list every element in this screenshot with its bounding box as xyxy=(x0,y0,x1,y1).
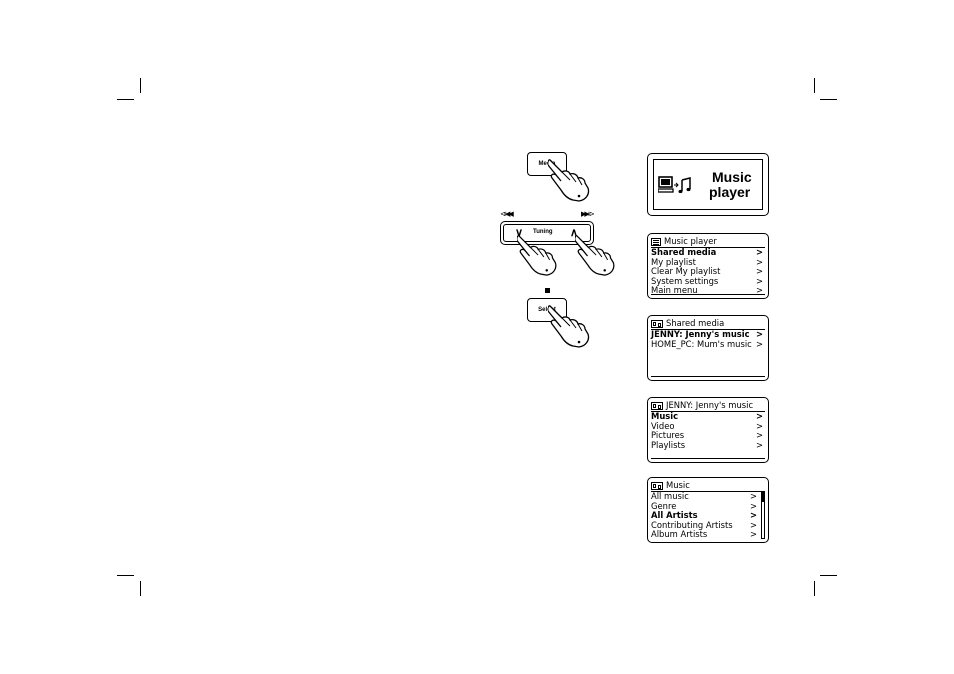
screen-divider xyxy=(651,376,765,377)
media-button-label: Media xyxy=(538,161,556,167)
lcd-screen-music-player-splash: Music player xyxy=(647,153,769,216)
menu-item-system-settings[interactable]: System settings > xyxy=(651,275,765,287)
tuning-button[interactable]: ∨ Tuning ∧ xyxy=(500,221,594,245)
splash-title-line1: Music xyxy=(712,169,752,185)
menu-item-label: My playlist xyxy=(651,256,696,267)
crop-mark xyxy=(814,581,815,596)
screen-header-title: Shared media xyxy=(666,318,725,329)
server-item-jenny[interactable]: JENNY: Jenny's music > xyxy=(651,329,765,340)
network-media-icon xyxy=(651,320,663,328)
pointing-hand-icon xyxy=(517,235,557,276)
select-button-label: Select xyxy=(538,307,556,313)
chevron-right-icon: > xyxy=(755,247,763,257)
menu-item-all-music[interactable]: All music > xyxy=(651,491,759,502)
menu-item-all-artists[interactable]: All Artists > xyxy=(651,511,759,521)
menu-item-main-menu[interactable]: Main menu > xyxy=(651,286,765,296)
menu-item-label: Pictures xyxy=(651,430,685,441)
chevron-right-icon: > xyxy=(755,266,763,277)
previous-track-icon: ⧏◀◀ xyxy=(500,210,514,218)
crop-mark xyxy=(820,99,837,100)
chevron-right-icon: > xyxy=(755,411,763,421)
chevron-right-icon: > xyxy=(749,529,757,540)
scrollbar[interactable] xyxy=(761,492,765,539)
screen-divider xyxy=(651,458,765,459)
screen-header: Music xyxy=(651,481,765,492)
tuning-label: Tuning xyxy=(533,229,553,235)
crop-mark xyxy=(820,575,837,576)
tuning-down-button[interactable]: ∨ xyxy=(515,227,524,239)
menu-item-label: Contributing Artists xyxy=(651,519,733,530)
menu-item-label: Main menu xyxy=(651,285,698,296)
menu-item-pictures[interactable]: Pictures > xyxy=(651,431,765,441)
splash-title-line2: player xyxy=(709,184,751,200)
network-media-icon xyxy=(651,482,663,490)
screen-header-title: JENNY: Jenny's music xyxy=(666,400,754,411)
screen-header-title: Music xyxy=(666,480,690,491)
crop-mark xyxy=(117,99,134,100)
menu-item-clear-my-playlist[interactable]: Clear My playlist > xyxy=(651,267,765,277)
network-media-icon xyxy=(651,402,663,410)
lcd-screen-shared-media: Shared media JENNY: Jenny's music > HOME_… xyxy=(647,315,769,381)
chevron-right-icon: > xyxy=(755,430,763,441)
pointing-hand-icon xyxy=(575,235,615,276)
menu-item-label: Shared media xyxy=(651,247,717,257)
chevron-right-icon: > xyxy=(755,439,763,450)
menu-item-label: System settings xyxy=(651,275,719,286)
menu-item-label: Video xyxy=(651,420,675,431)
crop-mark xyxy=(117,575,134,576)
server-item-home-pc[interactable]: HOME_PC: Mum's music> xyxy=(651,338,765,350)
crop-mark xyxy=(140,78,141,93)
menu-item-music[interactable]: Music > xyxy=(651,411,765,422)
menu-item-label: Genre xyxy=(651,500,677,511)
menu-item-label: Playlists xyxy=(651,439,686,450)
select-button[interactable]: Select xyxy=(527,298,567,322)
menu-item-genre[interactable]: Genre > xyxy=(651,500,759,512)
crop-mark xyxy=(140,581,141,596)
pointing-hand-icon xyxy=(548,305,590,348)
menu-item-label: Clear My playlist xyxy=(651,266,721,277)
tuning-up-button[interactable]: ∧ xyxy=(570,227,579,239)
screen-header-title: Music player xyxy=(664,236,717,247)
computer-music-icon xyxy=(658,176,691,194)
menu-item-my-playlist[interactable]: My playlist > xyxy=(651,256,765,268)
stop-icon xyxy=(545,288,550,293)
chevron-right-icon: > xyxy=(755,256,763,267)
chevron-right-icon: > xyxy=(749,500,757,511)
menu-item-label: Album Artists xyxy=(651,529,708,540)
chevron-right-icon: > xyxy=(755,285,763,296)
chevron-right-icon: > xyxy=(749,491,757,501)
chevron-right-icon: > xyxy=(755,420,763,431)
chevron-right-icon: > xyxy=(749,510,757,521)
menu-item-label: JENNY: Jenny's music xyxy=(651,329,750,339)
menu-item-label: HOME_PC: Mum's music xyxy=(651,338,752,349)
pointing-hand-icon xyxy=(548,159,590,202)
chevron-right-icon: > xyxy=(755,338,763,349)
chevron-right-icon: > xyxy=(749,519,757,530)
menu-item-label: All music xyxy=(651,491,689,501)
scrollbar-thumb[interactable] xyxy=(762,493,764,502)
lcd-screen-music-player-menu: Music player Shared media> My playlist> … xyxy=(647,233,769,299)
lcd-screen-jenny-music: JENNY: Jenny's music Music > Video > Pictu… xyxy=(647,397,769,463)
chevron-right-icon: > xyxy=(755,329,763,339)
screen-header: Shared media xyxy=(651,319,765,330)
menu-item-label: Music xyxy=(651,411,679,421)
menu-item-shared-media[interactable]: Shared media > xyxy=(651,247,765,258)
crop-mark xyxy=(814,78,815,93)
menu-item-album-artists[interactable]: Album Artists > xyxy=(651,530,759,540)
screen-header: Music player xyxy=(651,237,765,248)
menu-item-label: All Artists xyxy=(651,510,698,521)
next-track-icon: ▶▶⧐ xyxy=(581,210,595,218)
media-button[interactable]: Media xyxy=(527,152,567,176)
screen-header: JENNY: Jenny's music xyxy=(651,401,765,412)
menu-item-video[interactable]: Video > xyxy=(651,420,765,432)
lcd-screen-music: Music All music > Genre > All Artists > Con… xyxy=(647,477,769,543)
menu-item-contributing-artists[interactable]: Contributing Artists > xyxy=(651,519,759,531)
menu-item-playlists[interactable]: Playlists > xyxy=(651,439,765,451)
chevron-right-icon: > xyxy=(755,275,763,286)
screen-divider xyxy=(651,294,765,295)
menu-list-icon xyxy=(651,238,661,246)
